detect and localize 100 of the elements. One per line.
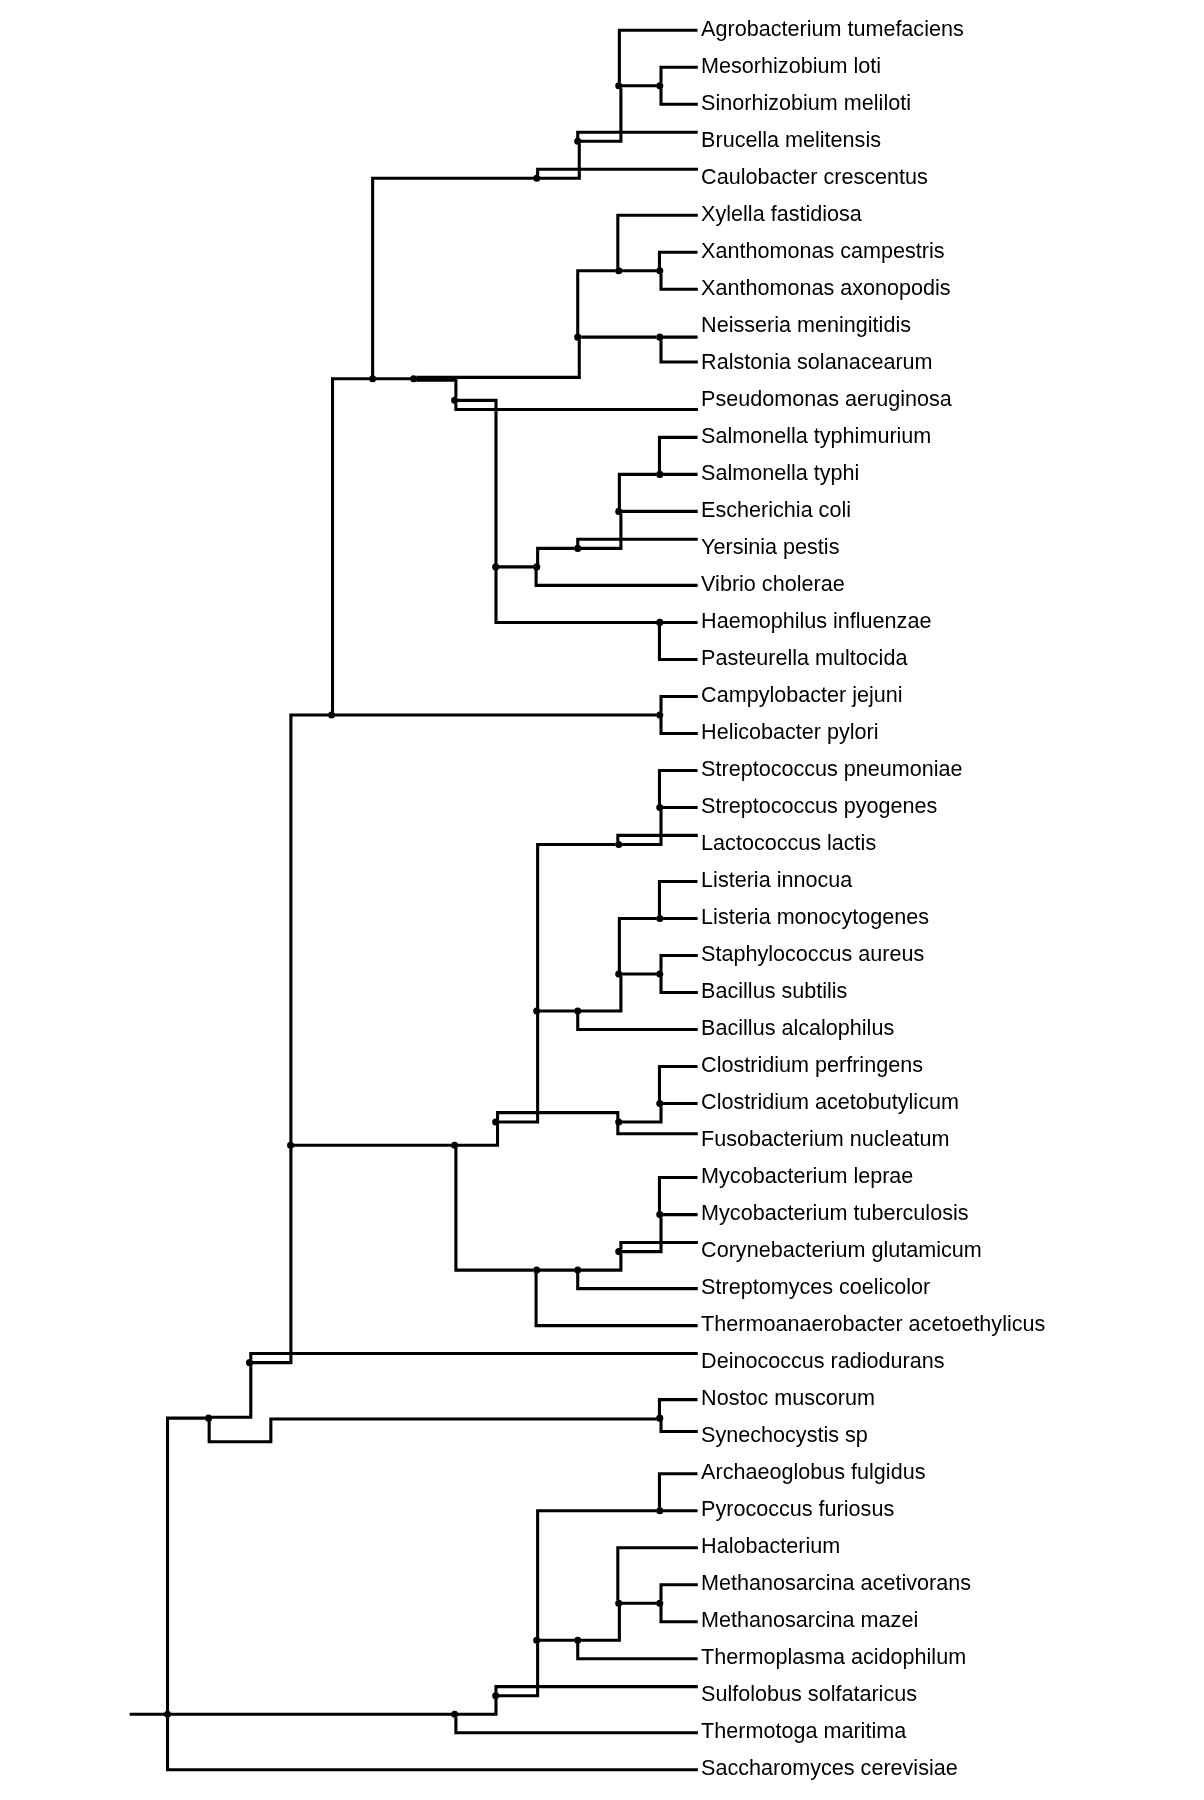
connector <box>293 1143 452 1147</box>
node-point <box>615 1118 623 1126</box>
node-text: Sulfolobus solfataricus <box>701 1681 917 1707</box>
connector <box>371 176 534 376</box>
node-point <box>656 1100 664 1108</box>
connector <box>659 954 698 972</box>
connector <box>576 537 698 546</box>
connector <box>536 1509 657 1638</box>
node-point <box>656 618 664 626</box>
node-text: Haemophilus influenzae <box>701 608 932 634</box>
node-point <box>656 333 664 341</box>
node-text: Salmonella typhi <box>701 460 860 486</box>
node-point <box>492 1118 500 1126</box>
node-point <box>656 803 664 811</box>
connector <box>621 509 698 513</box>
node-text: Agrobacterium tumefaciens <box>701 15 964 41</box>
connector <box>580 513 623 550</box>
node-text: Archaeoglobus fulgidus <box>701 1459 926 1485</box>
node-text: Xanthomonas axonopodis <box>701 275 951 301</box>
connector <box>457 398 498 564</box>
node-point <box>574 333 582 341</box>
connector <box>663 472 698 476</box>
node-point <box>615 507 623 515</box>
node-text: Thermoplasma acidophilum <box>701 1644 967 1670</box>
node-point <box>615 267 623 275</box>
node-text: Pasteurella multocida <box>701 645 908 671</box>
node-text: Synechocystis sp <box>701 1422 868 1448</box>
connector <box>498 1643 540 1698</box>
node-text: Neisseria meningitidis <box>701 312 911 338</box>
connector <box>539 1268 575 1272</box>
node-point <box>574 1007 582 1015</box>
connector <box>617 916 657 972</box>
node-text: Xanthomonas campestris <box>701 238 945 264</box>
node-text: Brucella melitensis <box>701 126 881 152</box>
connector <box>659 694 698 713</box>
connector <box>536 842 616 1009</box>
connector <box>621 269 657 273</box>
node-point <box>615 82 623 90</box>
connector <box>580 976 623 1013</box>
node-point <box>656 470 664 478</box>
node-text: Yersinia pestis <box>701 534 840 560</box>
connector <box>659 976 698 995</box>
node-point <box>615 970 623 978</box>
connector <box>416 339 581 379</box>
node-text: Pseudomonas aeruginosa <box>701 386 952 412</box>
node-text: Mesorhizobium loti <box>701 52 881 78</box>
connector <box>580 88 623 143</box>
connector <box>659 717 698 735</box>
connector <box>659 65 698 83</box>
node-point <box>656 82 664 90</box>
connector <box>454 403 698 411</box>
node-point <box>656 914 664 923</box>
node-point <box>451 1141 459 1149</box>
node-point <box>533 1266 541 1274</box>
node-text: Salmonella typhimurium <box>701 423 932 449</box>
connector <box>416 378 458 398</box>
connector <box>659 1420 698 1434</box>
connector <box>576 130 698 139</box>
connector <box>576 269 616 335</box>
connector <box>659 273 698 291</box>
connector <box>621 972 657 976</box>
connector <box>457 1698 498 1716</box>
node-text: Vibrio cholerae <box>701 571 845 597</box>
connector <box>457 1124 500 1147</box>
connector <box>657 879 698 916</box>
connector <box>375 377 411 381</box>
connector <box>659 1606 698 1624</box>
connector <box>576 1643 698 1661</box>
node-text: Corynebacterium glutamicum <box>701 1237 982 1263</box>
connector <box>659 1583 698 1601</box>
connector <box>657 1472 698 1508</box>
node-text: Halobacterium <box>701 1533 841 1559</box>
node-point <box>369 375 377 383</box>
connector <box>496 1111 620 1120</box>
connector <box>331 377 370 713</box>
connector <box>663 620 698 624</box>
node-text: Fusobacterium nucleatum <box>701 1126 950 1152</box>
node-point <box>164 1710 172 1718</box>
connector <box>659 340 698 364</box>
connector <box>622 1217 663 1254</box>
node-text: Streptomyces coelicolor <box>701 1274 931 1300</box>
connector <box>663 335 698 339</box>
node-text: Methanosarcina mazei <box>701 1607 919 1633</box>
connector <box>498 565 534 569</box>
connector <box>657 625 698 661</box>
connector <box>581 1606 621 1642</box>
connector <box>166 1717 698 1772</box>
node-point <box>656 1507 664 1515</box>
node-text: Streptococcus pneumoniae <box>701 756 963 782</box>
node-point <box>656 1211 664 1219</box>
connector <box>494 1685 698 1693</box>
connector <box>657 435 698 472</box>
connector <box>252 1148 293 1365</box>
node-point <box>205 1414 213 1422</box>
connector <box>657 1176 698 1212</box>
connector <box>657 1398 698 1416</box>
node-point <box>533 1007 541 1015</box>
connector <box>454 1717 698 1735</box>
node-point <box>574 1636 582 1644</box>
connector <box>663 805 698 809</box>
